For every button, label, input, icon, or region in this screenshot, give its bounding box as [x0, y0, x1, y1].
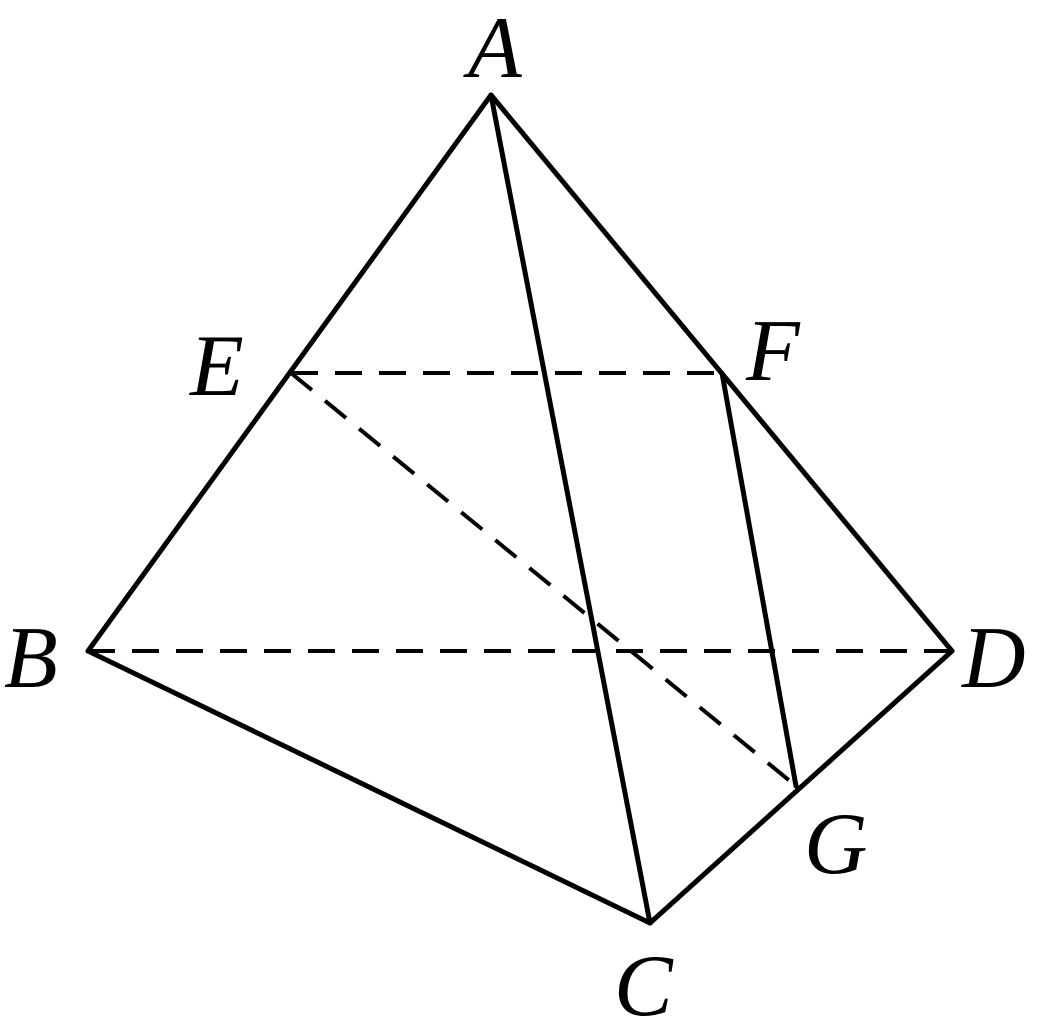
edge-eg: [289, 371, 798, 788]
vertex-label-f: F: [745, 303, 801, 400]
edge-ac: [488, 92, 653, 926]
vertex-label-e: E: [188, 318, 244, 415]
vertex-label-g: G: [804, 796, 868, 893]
vertex-label-a: A: [463, 0, 523, 97]
edge-fg: [719, 370, 799, 789]
edge-ab: [85, 92, 494, 654]
vertex-label-c: C: [614, 938, 674, 1025]
edge-bc: [85, 648, 653, 926]
edge-cd: [647, 648, 955, 926]
vertex-label-d: D: [961, 610, 1026, 707]
vertex-label-b: B: [4, 610, 58, 707]
